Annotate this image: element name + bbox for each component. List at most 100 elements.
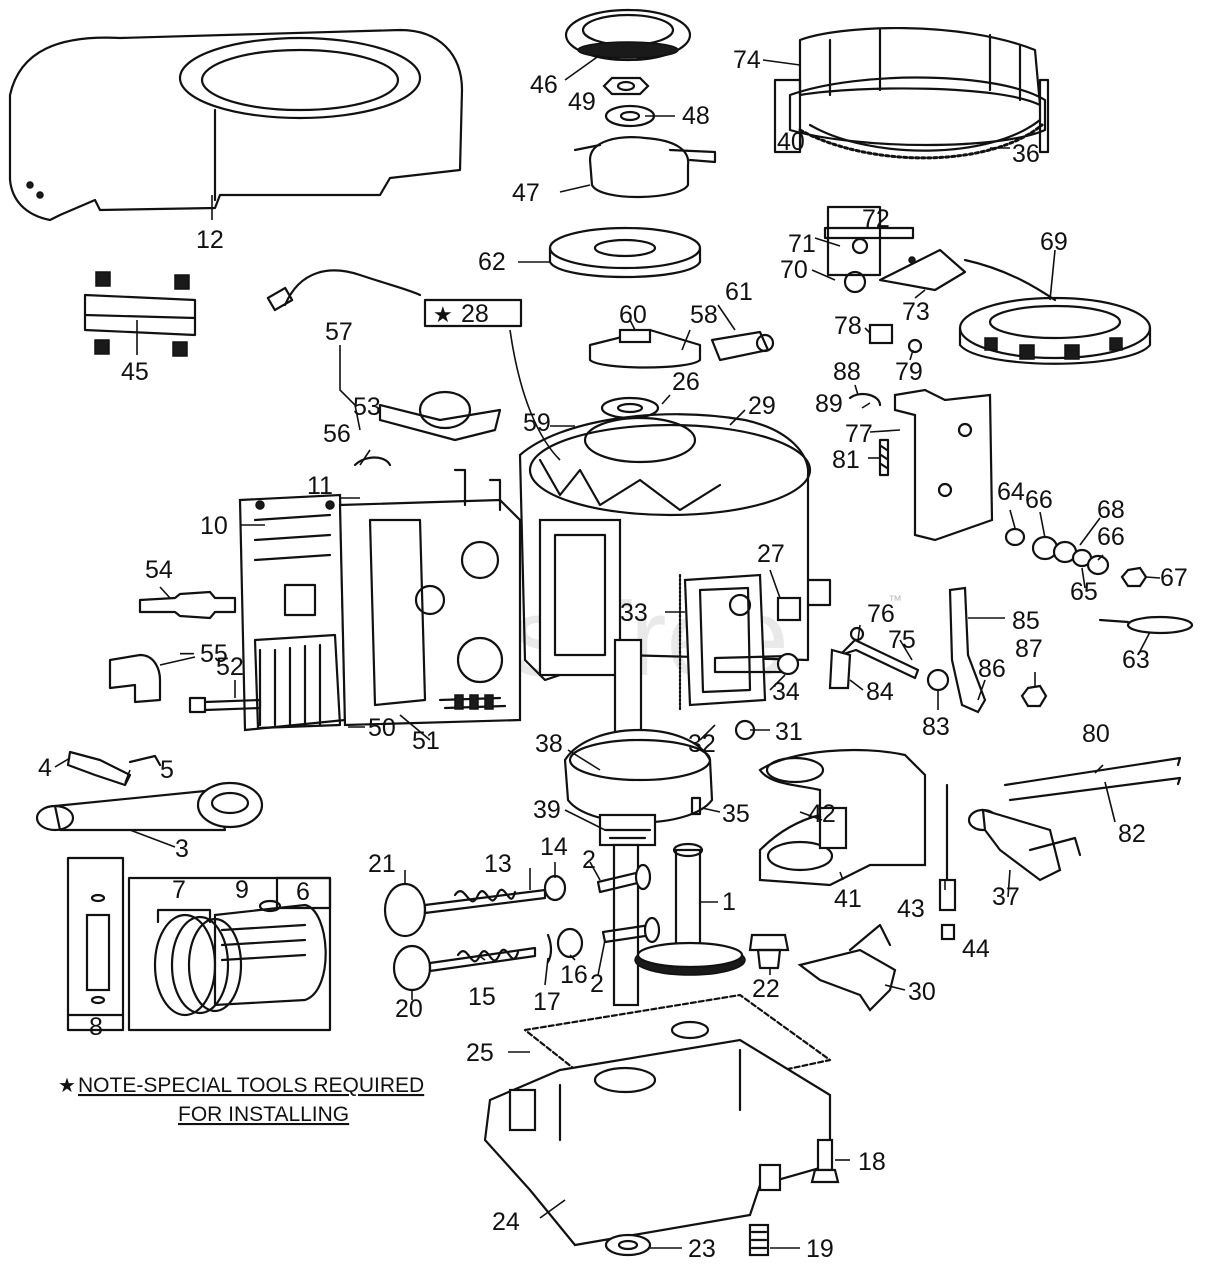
label-24: 24 [492, 1208, 520, 1236]
label-28-star: ★ [433, 302, 453, 327]
label-41: 41 [834, 885, 862, 913]
label-40: 40 [777, 128, 805, 156]
label-78: 78 [834, 312, 862, 340]
cylinder-head [238, 493, 347, 732]
bottom-oil-seal [604, 1233, 652, 1257]
label-65: 65 [1070, 578, 1098, 606]
label-83: 83 [922, 713, 950, 741]
label-35: 35 [722, 800, 750, 828]
label-57: 57 [325, 318, 353, 346]
leader-lines [54, 54, 1161, 1249]
base-bolt [810, 1138, 840, 1184]
label-76: 76 [867, 600, 895, 628]
label-88: 88 [833, 358, 861, 386]
note-line-2: FOR INSTALLING [178, 1103, 349, 1126]
ignition-coil [266, 269, 502, 467]
label-67: 67 [1160, 564, 1188, 592]
blower-housing [8, 28, 464, 222]
label-31: 31 [775, 718, 803, 746]
label-13: 13 [484, 850, 512, 878]
label-61: 61 [725, 278, 753, 306]
label-53: 53 [353, 393, 381, 421]
special-tools-note: ★ NOTE-SPECIAL TOOLS REQUIRED FOR INSTAL… [58, 1074, 424, 1126]
exhaust-valve [392, 927, 584, 992]
label-55: 55 [200, 640, 228, 668]
sump-bearing-plate [758, 748, 927, 887]
label-86: 86 [978, 655, 1006, 683]
label-9: 9 [235, 876, 249, 904]
label-28: 28 [461, 300, 489, 328]
control-rod [828, 626, 950, 692]
label-8: 8 [89, 1013, 103, 1041]
label-71: 71 [788, 230, 816, 258]
label-29: 29 [748, 392, 776, 420]
label-38: 38 [535, 730, 563, 758]
piston-box [127, 876, 332, 1032]
elbow-fitting [108, 653, 162, 704]
label-18: 18 [858, 1148, 886, 1176]
label-85: 85 [1012, 607, 1040, 635]
special-tool-box [423, 298, 523, 328]
label-69: 69 [1040, 228, 1068, 256]
note-line-1: NOTE-SPECIAL TOOLS REQUIRED [78, 1074, 424, 1097]
note-star: ★ [58, 1075, 76, 1097]
label-84: 84 [866, 678, 894, 706]
choke-block [868, 323, 923, 354]
starter-cup [573, 136, 717, 199]
drain-plug [748, 933, 790, 970]
throttle-lever [948, 586, 1048, 714]
label-77: 77 [845, 420, 873, 448]
label-75: 75 [888, 626, 916, 654]
label-82: 82 [1118, 820, 1146, 848]
label-46: 46 [530, 71, 558, 99]
label-2-lower: 2 [590, 970, 604, 998]
label-10: 10 [200, 512, 228, 540]
label-47: 47 [512, 179, 540, 207]
label-4: 4 [38, 754, 52, 782]
head-bolt [188, 696, 262, 714]
condenser [710, 330, 775, 362]
spark-plug [138, 590, 237, 620]
flywheel-nut [602, 76, 650, 96]
label-32: 32 [688, 730, 716, 758]
label-11: 11 [307, 472, 333, 500]
label-74: 74 [733, 46, 761, 74]
label-64: 64 [997, 478, 1025, 506]
spacer-plate [548, 226, 702, 279]
label-1: 1 [722, 888, 736, 916]
stator-armature [958, 258, 1152, 365]
label-3: 3 [175, 835, 189, 863]
label-43: 43 [897, 895, 925, 923]
label-68: 68 [1097, 496, 1125, 524]
label-23: 23 [688, 1235, 716, 1263]
label-66-lower: 66 [1097, 523, 1125, 551]
label-25: 25 [466, 1039, 494, 1067]
label-49: 49 [568, 88, 596, 116]
cylinder-block [338, 468, 522, 727]
label-17: 17 [533, 988, 561, 1016]
label-16: 16 [560, 961, 588, 989]
governor-shaft [938, 783, 957, 941]
connecting-rod [35, 750, 264, 832]
label-58: 58 [690, 301, 718, 329]
governor-lever [967, 808, 1082, 882]
label-33: 33 [620, 599, 648, 627]
label-30: 30 [908, 978, 936, 1006]
breather-assembly [678, 573, 800, 741]
label-45: 45 [121, 358, 149, 386]
label-55-dash: – [180, 638, 194, 666]
label-54: 54 [145, 556, 173, 584]
label-89: 89 [815, 390, 843, 418]
governor-linkage [1003, 756, 1182, 802]
label-59: 59 [523, 409, 551, 437]
label-42: 42 [808, 800, 836, 828]
label-48: 48 [682, 102, 710, 130]
crankcase [518, 413, 832, 682]
label-63: 63 [1122, 646, 1150, 674]
label-7: 7 [172, 876, 186, 904]
rotating-screen [564, 8, 692, 62]
label-19: 19 [806, 1235, 834, 1263]
intake-valve [383, 874, 567, 938]
label-20: 20 [395, 995, 423, 1023]
